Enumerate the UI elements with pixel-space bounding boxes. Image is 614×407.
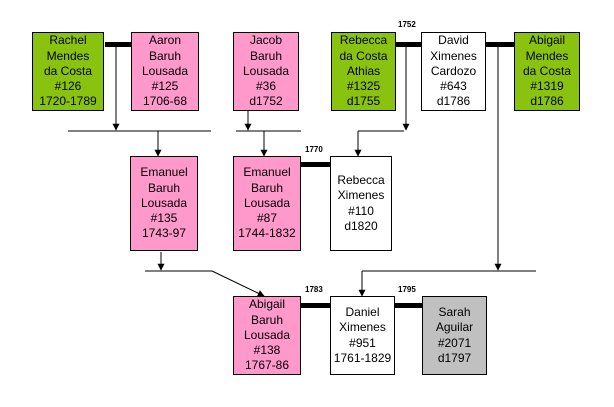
person-box-emanuel-baruh-lousada-135: Emanuel Baruh Lousada #135 1743-97 [130,156,198,251]
person-box-emanuel-baruh-lousada-87: Emanuel Baruh Lousada #87 1744-1832 [233,156,301,251]
person-box-abigail-baruh-lousada: Abigail Baruh Lousada #138 1767-86 [233,296,301,375]
person-box-rachel-mendes-da-costa: Rachel Mendes da Costa #126 1720-1789 [32,32,104,111]
person-box-rebecca-da-costa-athias: Rebecca da Costa Athias #1325 d1755 [331,32,396,111]
person-dates: 1720-1789 [39,94,97,109]
person-name: Aguilar [435,320,474,335]
person-name: Mendes [525,48,569,63]
person-name: Ximenes [430,48,477,63]
person-box-sarah-aguilar: Sarah Aguilar #2071 d1797 [422,296,487,375]
person-dates: 1744-1832 [238,226,296,241]
person-name: Emanuel [140,165,188,180]
person-id: #126 [54,79,82,94]
person-id: #135 [150,211,178,226]
person-name: Cardozo [430,63,477,78]
person-name: Lousada [140,195,188,210]
marriage-year: 1752 [398,20,416,29]
person-name: Daniel [345,305,380,320]
person-name: Baruh [250,180,284,195]
person-id: #125 [151,79,179,94]
person-box-rebecca-ximenes: Rebecca Ximenes #110 d1820 [330,156,392,251]
person-name: Lousada [242,63,290,78]
marriage-bar [105,42,132,47]
person-name: Jacob [249,33,283,48]
person-id: #951 [349,335,376,350]
person-name: Baruh [250,312,284,327]
person-name: Ximenes [339,320,386,335]
person-id: #138 [253,343,281,358]
person-name: da Costa [522,63,572,78]
person-name: Abigail [528,33,566,48]
person-name: Baruh [147,180,181,195]
person-dates: d1786 [530,94,564,109]
person-name: Lousada [243,195,291,210]
person-dates: 1761-1829 [333,350,392,365]
person-name: Lousada [141,63,189,78]
person-name: Aaron [148,33,182,48]
person-id: #87 [256,211,278,226]
person-name: Sarah [438,305,471,320]
person-dates: 1706-68 [142,94,188,109]
person-name: Abigail [248,297,286,312]
person-dates: d1755 [346,94,381,109]
person-box-david-ximenes-cardozo: David Ximenes Cardozo #643 d1786 [421,32,486,111]
person-box-daniel-ximenes: Daniel Ximenes #951 1761-1829 [330,296,395,375]
marriage-bar [485,42,514,47]
person-id: #2071 [437,335,472,350]
person-id: #36 [255,79,277,94]
person-name: Rebecca [337,173,385,188]
person-box-aaron-baruh-lousada: Aaron Baruh Lousada #125 1706-68 [131,32,199,111]
person-dates: 1743-97 [141,226,187,241]
person-name: Ximenes [337,188,385,203]
marriage-year: 1783 [305,285,323,294]
person-dates: d1797 [437,350,472,365]
person-dates: d1786 [436,94,471,109]
marriage-year: 1795 [398,285,416,294]
person-dates: 1767-86 [244,358,290,373]
person-id: #643 [440,79,467,94]
person-name: Rachel [49,33,87,48]
person-name: da Costa [43,63,93,78]
person-name: Emanuel [243,165,291,180]
person-name: Lousada [243,327,291,342]
person-name: Athias [346,63,381,78]
person-box-abigail-mendes-da-costa: Abigail Mendes da Costa #1319 d1786 [514,32,580,111]
person-name: Mendes [46,48,90,63]
person-dates: d1820 [344,218,378,233]
person-name: Rebecca [339,33,388,48]
marriage-bar [395,42,422,47]
marriage-year: 1770 [305,145,323,154]
person-name: da Costa [339,48,388,63]
person-id: #110 [348,203,374,218]
person-id: #1325 [346,79,381,94]
person-name: Baruh [249,48,283,63]
person-name: Baruh [148,48,182,63]
marriage-bar [394,303,423,308]
person-name: David [438,33,469,48]
person-box-jacob-baruh-lousada: Jacob Baruh Lousada #36 d1752 [233,32,299,111]
person-dates: d1752 [249,94,283,109]
marriage-bar [300,162,331,167]
person-id: #1319 [530,79,564,94]
marriage-bar [300,303,331,308]
